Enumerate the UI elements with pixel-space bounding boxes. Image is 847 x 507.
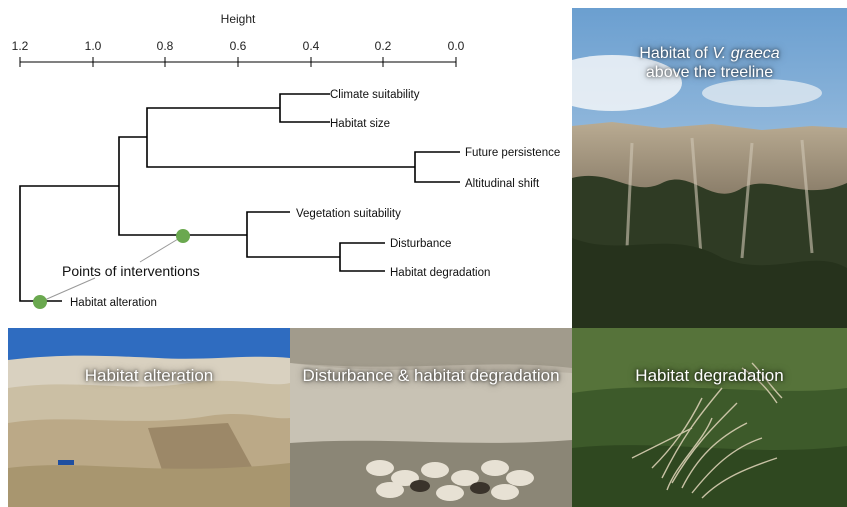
intervention-point-marker xyxy=(33,295,47,309)
tick-label: 1.2 xyxy=(12,39,29,53)
leaf-label: Habitat size xyxy=(330,118,390,130)
caption-line1-prefix: Habitat of xyxy=(639,45,713,62)
species-name: V. graeca xyxy=(712,45,780,62)
leaf-label: Habitat degradation xyxy=(390,267,490,279)
habitat-alteration-photo: Habitat alteration xyxy=(8,328,290,507)
habitat-alteration-caption: Habitat alteration xyxy=(84,366,214,385)
tick-label: 0.4 xyxy=(303,39,320,53)
caption-line2: above the treeline xyxy=(645,64,774,81)
height-axis xyxy=(19,57,457,67)
leaf-label: Vegetation suitability xyxy=(296,208,401,220)
treeline-caption: Habitat of V. graeca above the treeline xyxy=(572,44,847,82)
tick-label: 1.0 xyxy=(85,39,102,53)
intervention-pointers xyxy=(39,235,184,303)
tick-label: 0.2 xyxy=(375,39,392,53)
treeline-photo: Habitat of V. graeca above the treeline xyxy=(572,8,847,328)
tick-label: 0.0 xyxy=(448,39,465,53)
leaf-label: Climate suitability xyxy=(330,89,420,101)
dendrogram: Height 1.2 1.0 0.8 0.6 0.4 0.2 0.0 Clima… xyxy=(12,12,560,309)
leaf-label: Habitat alteration xyxy=(70,297,157,309)
leaf-label: Altitudinal shift xyxy=(465,178,540,190)
habitat-degradation-caption: Habitat degradation xyxy=(635,366,784,385)
intervention-callout: Points of interventions xyxy=(62,263,200,279)
axis-title: Height xyxy=(221,12,256,26)
disturbance-photo: Disturbance & habitat degradation xyxy=(290,328,572,507)
disturbance-caption: Disturbance & habitat degradation xyxy=(302,366,560,385)
intervention-point-marker xyxy=(176,229,190,243)
tick-label: 0.6 xyxy=(230,39,247,53)
leaf-label: Disturbance xyxy=(390,238,451,250)
tick-label: 0.8 xyxy=(157,39,174,53)
leaf-label: Future persistence xyxy=(465,147,560,159)
habitat-degradation-photo: Habitat degradation xyxy=(572,328,847,507)
